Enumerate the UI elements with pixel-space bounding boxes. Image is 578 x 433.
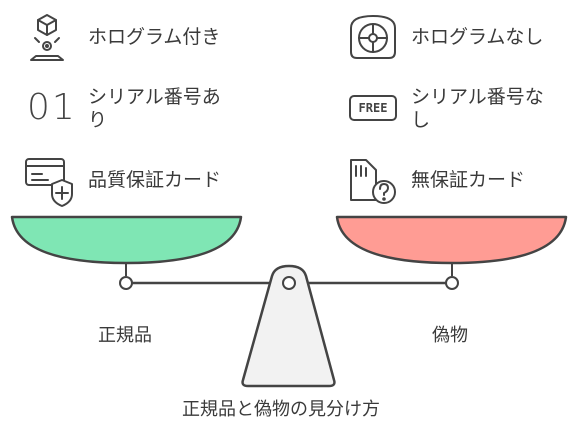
- feature-hologram-label: ホログラム付き: [88, 26, 221, 48]
- feature-no-serial-label: シリアル番号な し: [411, 86, 544, 131]
- fake-label: 偽物: [432, 325, 468, 346]
- right-pivot: [445, 276, 459, 290]
- left-pivot: [119, 276, 133, 290]
- no-hologram-icon: [350, 15, 396, 59]
- feature-no-hologram-label: ホログラムなし: [411, 26, 544, 48]
- feature-warranty-label: 品質保証カード: [88, 169, 222, 191]
- right-pan: [335, 215, 568, 265]
- feature-serial-label: シリアル番号あ り: [88, 86, 221, 131]
- fulcrum-pivot: [282, 276, 296, 290]
- warranty-card-icon: [25, 158, 73, 207]
- left-pan: [10, 215, 243, 265]
- diagram-title: 正規品と偽物の見分け方: [182, 399, 380, 420]
- genuine-label: 正規品: [98, 325, 152, 346]
- fulcrum: [241, 264, 336, 388]
- hologram-icon: [30, 14, 64, 61]
- serial-number-icon: 01: [27, 87, 77, 128]
- unknown-card-icon: [350, 159, 396, 204]
- feature-no-warranty-label: 無保証カード: [411, 169, 526, 191]
- free-tag-icon: FREE: [349, 95, 397, 121]
